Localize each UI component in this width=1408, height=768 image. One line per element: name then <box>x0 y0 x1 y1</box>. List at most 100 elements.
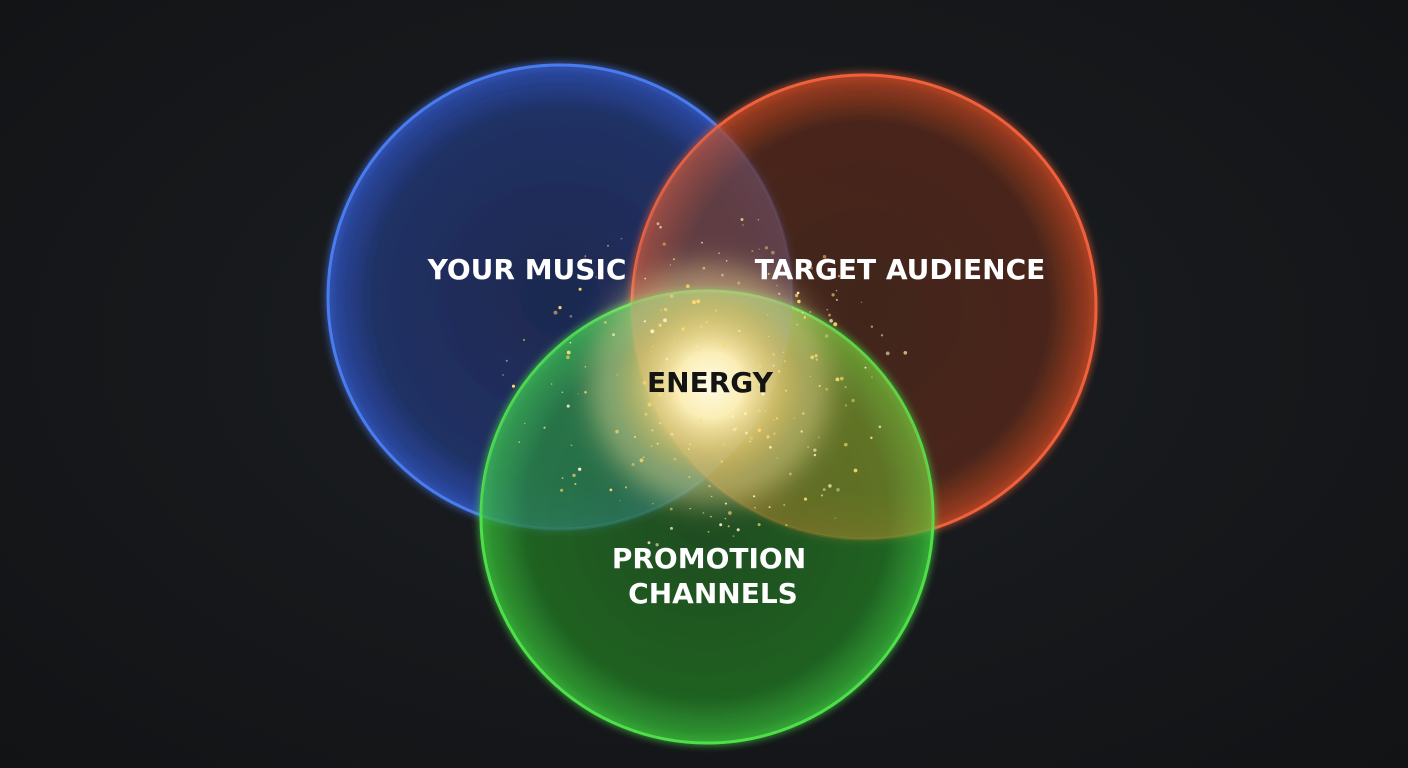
sparkle <box>767 314 769 316</box>
sparkle <box>796 323 799 326</box>
sparkle <box>689 508 691 510</box>
sparkle <box>615 429 619 434</box>
sparkle <box>669 294 674 298</box>
label-your-music: YOUR MUSIC <box>427 253 627 286</box>
sparkle <box>772 352 776 357</box>
sparkle <box>650 329 655 334</box>
sparkle <box>809 375 812 378</box>
sparkle <box>560 488 564 492</box>
sparkle <box>783 360 786 363</box>
sparkle <box>681 327 685 331</box>
sparkle <box>566 404 570 408</box>
label-promotion-line1: PROMOTION <box>612 542 806 575</box>
sparkle <box>604 321 607 324</box>
sparkle <box>736 528 740 532</box>
sparkle <box>639 458 644 463</box>
sparkle <box>761 391 765 396</box>
sparkle <box>870 325 874 328</box>
sparkle <box>785 524 788 527</box>
sparkle <box>633 435 636 439</box>
sparkle <box>642 456 645 459</box>
sparkle <box>903 351 908 355</box>
sparkle <box>836 487 840 492</box>
sparkle <box>651 350 653 352</box>
sparkle <box>688 476 691 479</box>
sparkle <box>711 495 713 498</box>
sparkle <box>813 453 817 457</box>
sparkle <box>757 218 760 221</box>
sparkle <box>835 298 839 301</box>
sparkle <box>566 355 570 360</box>
sparkle <box>523 338 525 341</box>
sparkle <box>828 484 832 488</box>
sparkle <box>764 246 769 250</box>
sparkle <box>619 499 621 502</box>
sparkle <box>740 218 744 221</box>
sparkle <box>807 446 810 449</box>
sparkle <box>702 512 705 514</box>
sparkle <box>824 334 829 338</box>
sparkle <box>651 371 654 375</box>
sparkle <box>553 310 558 315</box>
sparkle <box>550 383 553 385</box>
sparkle <box>777 370 781 373</box>
sparkle <box>815 358 819 361</box>
sparkle <box>758 383 761 386</box>
sparkle <box>822 254 827 259</box>
sparkle <box>724 517 727 520</box>
sparkle <box>644 277 647 280</box>
sparkle <box>768 506 771 509</box>
sparkle <box>695 345 698 348</box>
sparkle <box>793 417 796 419</box>
sparkle <box>659 369 662 372</box>
sparkle <box>543 426 546 429</box>
sparkle <box>652 345 655 348</box>
sparkle <box>574 483 577 486</box>
sparkle <box>844 404 848 407</box>
sparkle <box>777 292 781 296</box>
sparkle <box>797 299 801 304</box>
sparkle <box>654 385 658 388</box>
sparkle <box>773 419 775 421</box>
sparkle <box>658 421 662 425</box>
sparkle <box>652 503 654 505</box>
sparkle <box>758 248 760 250</box>
sparkle <box>734 426 739 431</box>
sparkle <box>797 309 800 311</box>
sparkle <box>751 250 754 252</box>
sparkle <box>701 241 703 244</box>
sparkle <box>834 517 836 519</box>
sparkle <box>558 306 562 310</box>
sparkle <box>584 255 587 257</box>
sparkle <box>871 376 873 378</box>
sparkle <box>650 445 653 448</box>
sparkle <box>878 425 882 429</box>
sparkle <box>656 222 660 226</box>
sparkle <box>647 541 651 545</box>
sparkle <box>682 352 684 354</box>
sparkle <box>665 357 669 361</box>
sparkle <box>688 448 690 451</box>
sparkle <box>731 414 735 418</box>
sparkle <box>505 359 508 362</box>
sparkle <box>702 266 706 270</box>
sparkle <box>616 373 618 376</box>
sparkle <box>724 502 727 505</box>
sparkle <box>844 442 848 447</box>
sparkle <box>696 299 701 304</box>
sparkle <box>607 245 609 247</box>
sparkle <box>584 390 587 394</box>
sparkle <box>853 468 858 473</box>
sparkle <box>870 436 873 440</box>
sparkle <box>584 366 587 368</box>
sparkle <box>767 272 770 275</box>
sparkle <box>658 393 663 397</box>
sparkle <box>768 335 770 338</box>
sparkle <box>800 430 803 433</box>
sparkle <box>822 488 826 492</box>
sparkle <box>518 441 521 443</box>
sparkle <box>707 530 710 533</box>
sparkle <box>797 260 801 264</box>
sparkle <box>839 376 844 381</box>
sparkle <box>714 309 717 312</box>
